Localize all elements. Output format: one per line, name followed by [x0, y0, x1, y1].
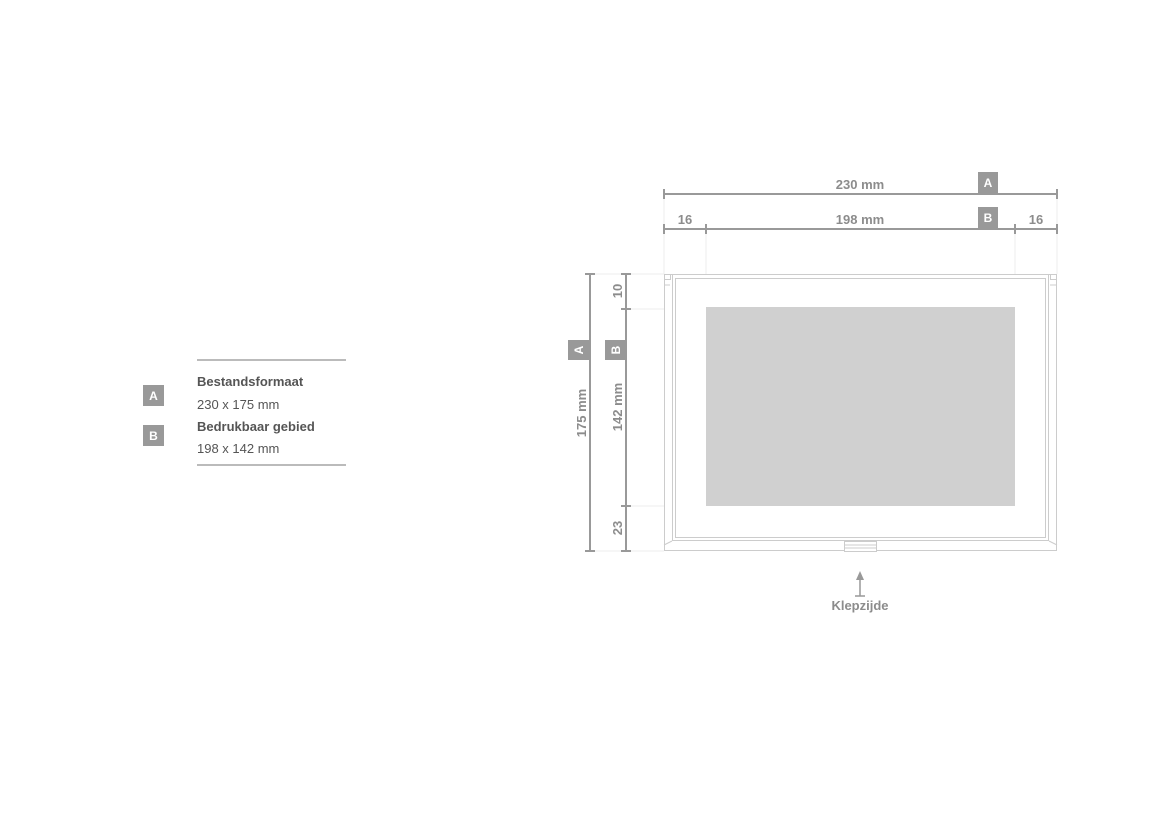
- badge-b-horizontal-label: B: [984, 211, 993, 225]
- badge-b-horizontal: [978, 207, 998, 229]
- legend-value-b: 198 x 142 mm: [197, 441, 279, 456]
- margin-left-label: 16: [678, 212, 692, 227]
- legend-title-a: Bestandsformaat: [197, 374, 304, 389]
- badge-a-vertical: [568, 340, 589, 360]
- height-print-label: 142 mm: [610, 383, 625, 431]
- width-print-label: 198 mm: [836, 212, 884, 227]
- badge-a-horizontal: [978, 172, 998, 193]
- margin-top-label: 10: [610, 284, 625, 298]
- width-total-label: 230 mm: [836, 177, 884, 192]
- legend-badge-b-label: B: [149, 429, 158, 443]
- flap-tab: [844, 541, 877, 552]
- badge-a-vertical-label: A: [572, 345, 586, 354]
- arrow-up-icon: [855, 571, 865, 597]
- legend-badge-b: [143, 425, 164, 446]
- dimension-height-total: [585, 273, 595, 552]
- dimension-width-total: [663, 189, 1058, 199]
- legend-badge-a-label: A: [149, 389, 158, 403]
- margin-bottom-label: 23: [610, 521, 625, 535]
- legend: A Bestandsformaat 230 x 175 mm B Bedrukb…: [143, 359, 346, 466]
- flap-side-label: Klepzijde: [831, 598, 888, 613]
- badge-b-vertical-label: B: [609, 345, 623, 354]
- margin-right-label: 16: [1029, 212, 1043, 227]
- badge-a-horizontal-label: A: [984, 176, 993, 190]
- badge-b-vertical: [605, 340, 626, 360]
- dimension-height-print: [621, 273, 631, 552]
- printable-area: [706, 307, 1015, 506]
- legend-badge-a: [143, 385, 164, 406]
- height-total-label: 175 mm: [574, 389, 589, 437]
- legend-value-a: 230 x 175 mm: [197, 397, 279, 412]
- legend-title-b: Bedrukbaar gebied: [197, 419, 315, 434]
